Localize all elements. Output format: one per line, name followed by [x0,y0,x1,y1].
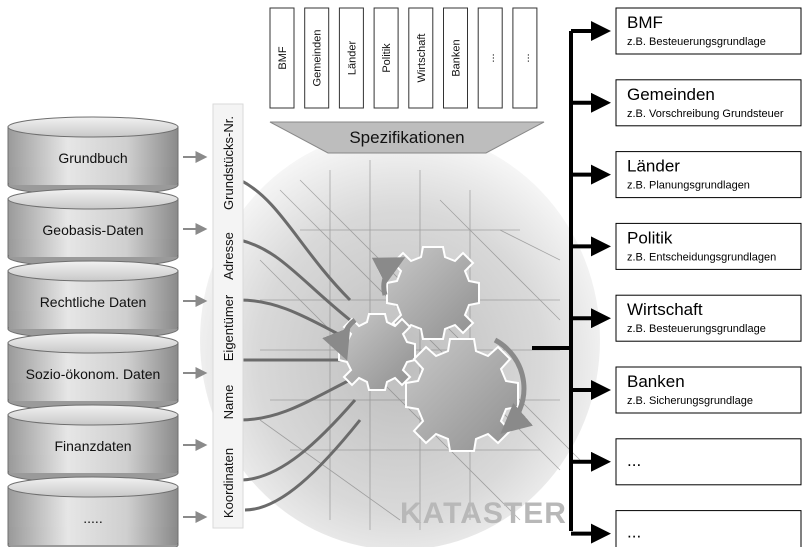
spec-column: Länder [338,7,364,109]
output-box: Politik z.B. Entscheidungsgrundlagen [571,222,802,270]
output-subtitle: z.B. Sicherungsgrundlage [627,395,753,407]
spec-column: Gemeinden [304,7,330,109]
spec-label: Wirtschaft [416,34,428,83]
database-label: Sozio-ökonom. Daten [26,366,161,382]
database-cylinder: Grundbuch [7,116,208,196]
field-label: Koordinaten [221,448,236,518]
database-label: Finanzdaten [54,438,131,454]
output-title: Politik [627,228,673,247]
output-title: BMF [627,13,663,32]
kataster-label: KATASTER [400,497,567,530]
spec-label: Gemeinden [312,30,324,87]
field-strip: Koordinaten Name Eigentümer Adresse Grundstü… [212,103,244,529]
field-label: Name [221,385,236,420]
output-connector [532,31,573,531]
output-subtitle: z.B. Entscheidungsgrundlagen [627,251,776,263]
database-cylinder: Sozio-ökonom. Daten [7,332,208,412]
specifications-banner: Spezifikationen [269,121,545,154]
output-box: Länder z.B. Planungsgrundlagen [571,151,802,199]
gears [338,246,519,452]
output-title: Länder [627,157,680,176]
database-label: Geobasis-Daten [42,222,143,238]
output-box: Gemeinden z.B. Vorschreibung Grundsteuer [571,79,802,127]
specifications: BMF Gemeinden Länder Politik Wirtschaft Banke… [269,7,538,109]
spec-column: Banken [443,7,468,109]
spec-column: ... [512,7,538,109]
database-label: ..... [83,510,102,526]
specifications-title: Spezifikationen [349,128,464,147]
spec-label: BMF [277,46,289,70]
spec-label: ... [485,53,497,62]
output-subtitle: z.B. Planungsgrundlagen [627,180,750,192]
spec-label: Politik [381,43,393,73]
output-box: ... [571,438,802,486]
spec-column: Politik [373,7,399,109]
spec-label: Länder [346,41,358,76]
spec-column: Wirtschaft [408,7,434,109]
field-label: Adresse [221,232,236,280]
output-box: Wirtschaft z.B. Besteuerungsgrundlage [571,294,802,342]
output-box: Banken z.B. Sicherungsgrundlage [571,366,802,414]
rotation-arrows [322,257,533,434]
output-box: ... [571,510,802,547]
output-box: BMF z.B. Besteuerungsgrundlage [571,7,802,55]
output-title: ... [627,523,641,542]
output-subtitle: z.B. Vorschreibung Grundsteuer [627,108,784,120]
output-subtitle: z.B. Besteuerungsgrundlage [627,36,766,48]
spec-label: Banken [451,39,463,76]
output-title: Banken [627,372,685,391]
database-cylinder: Finanzdaten [7,404,208,484]
field-label: Eigentümer [221,294,236,361]
spec-label: ... [520,53,532,62]
database-label: Rechtliche Daten [40,294,147,310]
cables [239,178,362,512]
output-title: ... [627,451,641,470]
database-cylinder: Geobasis-Daten [7,188,208,268]
database-cylinder: ..... [7,476,208,547]
database-label: Grundbuch [58,150,127,166]
database-cylinder: Rechtliche Daten [7,260,208,340]
output-subtitle: z.B. Besteuerungsgrundlage [627,323,766,335]
output-title: Wirtschaft [627,300,703,319]
spec-column: ... [477,7,503,109]
spec-column: BMF [269,7,295,109]
field-label: Grundstücks-Nr. [221,116,236,210]
output-title: Gemeinden [627,85,715,104]
